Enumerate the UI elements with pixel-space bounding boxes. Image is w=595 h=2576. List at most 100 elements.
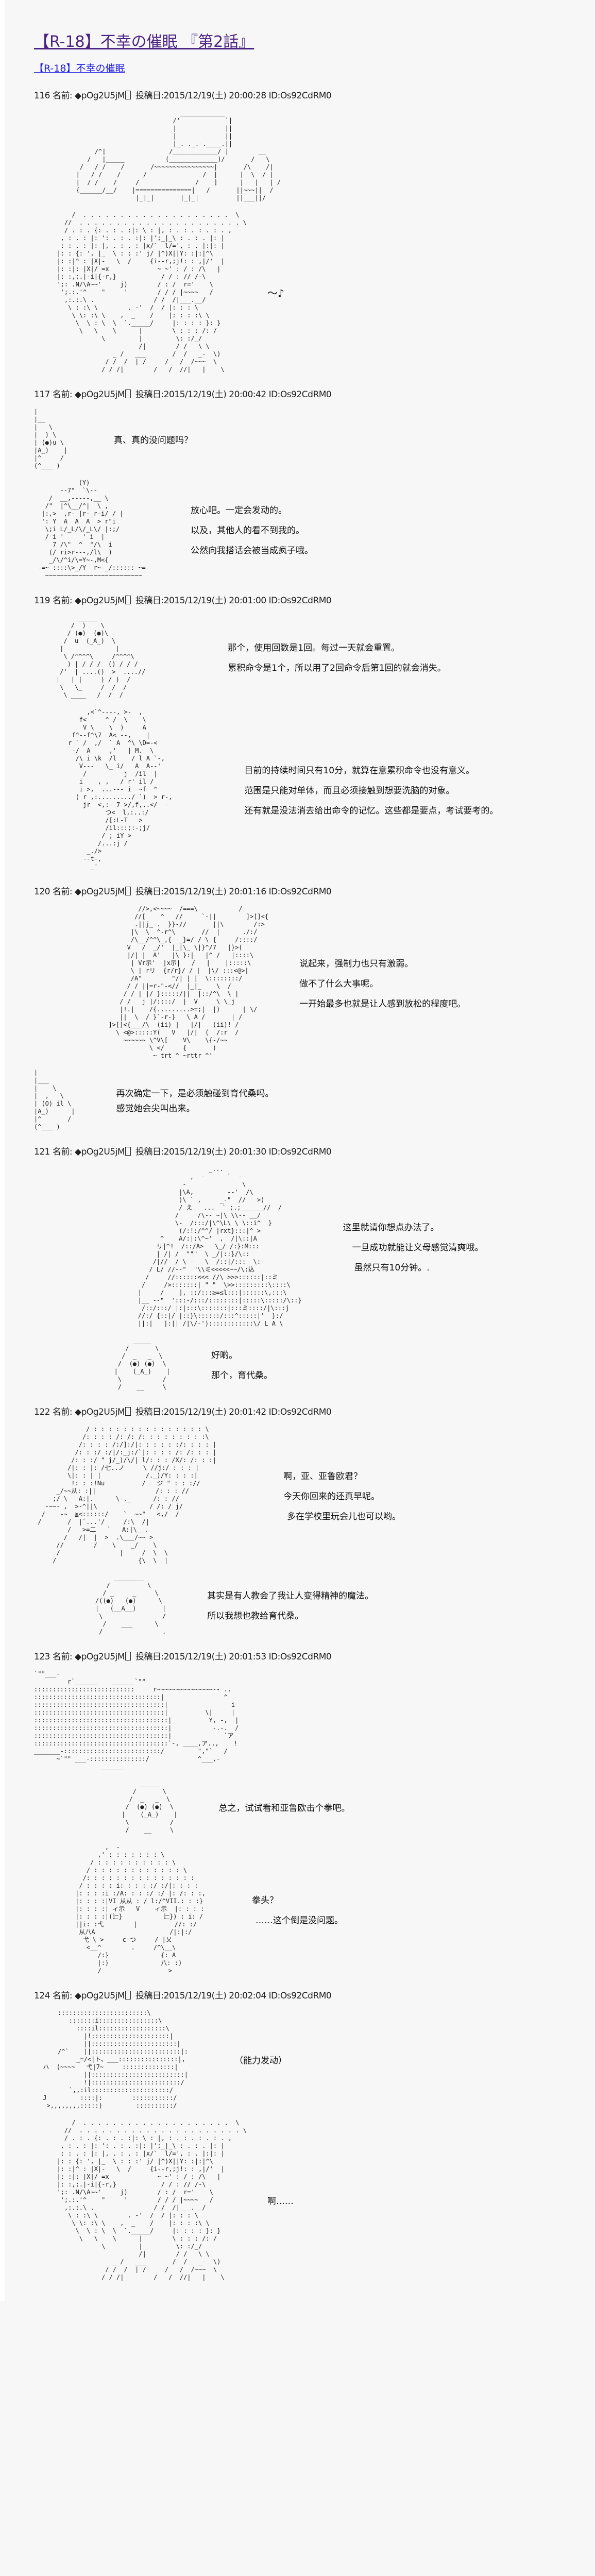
ascii-art-bun-girl: (Y) --7" `\-- / __,-----,__ \ /" |^\__/^…	[38, 479, 149, 579]
dialogue-line: 范围是只能对单体，而且必须接触到想要洗脑的对象。	[244, 786, 455, 796]
ascii-art-yaruo: _____ / ) \ / (●) (●)\ / u (_A_) \ | | \…	[56, 614, 146, 699]
dialogue-line: 多在学校里玩会儿也可以哟。	[287, 1511, 401, 1522]
dialogue-line: 其实是有人教会了我让人变得精神的魔法。	[207, 1591, 374, 1601]
post-number: 117	[34, 389, 50, 400]
missing-glyph-icon	[125, 887, 131, 895]
ascii-art-yaruo: ________ / \ / _ _ \ /((●) (●) \ | (__A_…	[95, 1574, 166, 1635]
dialogue-line: 啊，亚、亚鲁欧君？	[283, 1471, 363, 1482]
ascii-art-furniture: ____________ /' `| | || | || |_.-._.-.__…	[76, 109, 281, 201]
post-scene: / . . . . . . . . . . . . . . . . . . . …	[34, 2119, 595, 2281]
ascii-art-girl: , - ,' : : : : : : : \ / : : : : : : : :…	[75, 1843, 206, 1974]
post-number: 122	[34, 1407, 50, 1417]
dialogue-line: 做不了什么大事呢。	[299, 978, 379, 989]
dialogue-line: 累积命令是1个，所以用了2回命令后第1回的就会消失。	[228, 663, 446, 673]
post-scene: ________ / \ / _ _ \ /((●) (●) \ | (__A_…	[34, 1574, 595, 1636]
post-number: 124	[34, 1991, 50, 2001]
post-scene: , - ,' : : : : : : : \ / : : : : : : : :…	[34, 1843, 595, 1975]
poster-id: ID:Os92CdRM0	[268, 389, 332, 400]
post-header: 121 名前: ◆pOg2U5jM 投稿日:2015/12/19(土) 20:0…	[34, 1144, 595, 1157]
dialogue-line: 拳头？	[251, 1895, 278, 1906]
dialogue-line: 总之，试试看和亚鲁欧击个拳吧。	[218, 1803, 350, 1814]
poster-trip: ◆pOg2U5jM	[75, 1407, 125, 1417]
post-number: 120	[34, 887, 50, 897]
dialogue-line: 好啲。	[211, 1350, 238, 1361]
poster-trip: ◆pOg2U5jM	[75, 91, 125, 101]
dialogue-line: 那个，使用回数是1回。每过一天就会重置。	[228, 642, 400, 653]
post-date: 2015/12/19(土) 20:02:04	[163, 1991, 267, 2001]
dialogue-line: 一旦成功就能让义母感觉清爽哦。	[352, 1243, 484, 1253]
post-scene: (Y) --7" `\-- / __,-----,__ \ /" |^\__/^…	[34, 479, 595, 580]
dialogue-line: 所以我想也教给育代桑。	[207, 1611, 304, 1621]
thread-title-link[interactable]: 【R-18】不幸の催眠 『第2話』	[34, 33, 254, 51]
dialogue-line: 还有就是没法消去给出命令的记忆。这些都是要点，考试要考的。	[244, 806, 499, 816]
post-number: 116	[34, 91, 50, 101]
missing-glyph-icon	[125, 596, 131, 604]
dialogue-line: 放心吧。一定会发动的。	[190, 505, 287, 516]
post-date: 2015/12/19(土) 20:01:16	[163, 887, 267, 897]
ascii-art-yaruo: _____ / \ / _ _ \ / (●) (●) \ | (_A_) | …	[122, 1780, 178, 1834]
post-date: 2015/12/19(土) 20:00:28	[163, 91, 267, 101]
ascii-art-girl: / . . . . . . . . . . . . . . . . . . . …	[57, 2119, 247, 2281]
post-header: 124 名前: ◆pOg2U5jM 投稿日:2015/12/19(土) 20:0…	[34, 1988, 595, 2001]
poster-trip: ◆pOg2U5jM	[75, 1147, 125, 1157]
ascii-art-hand: ::::::::::::::::::::::::\ :::::::i::::::…	[43, 2009, 188, 2109]
name-label: 名前:	[52, 596, 73, 606]
series-link[interactable]: 【R-18】不幸の催眠	[34, 63, 125, 74]
ascii-art-girl-staff: //>,<~~~~ /===\ / //[ ^ // `-|| ]>[]<{ .…	[108, 905, 269, 1059]
missing-glyph-icon	[125, 1147, 131, 1156]
post-scene: ::::::::::::::::::::::::\ :::::::i::::::…	[34, 2009, 595, 2110]
dialogue-line: 啊……	[267, 2196, 294, 2207]
date-label: 投稿日:	[135, 1147, 164, 1157]
name-label: 名前:	[52, 887, 73, 897]
post-number: 119	[34, 596, 50, 606]
post-scene: _____ / \ / _ _ \ / (●) (●) \ | (_A_) | …	[34, 1780, 595, 1834]
poster-id: ID:Os92CdRM0	[268, 1652, 332, 1662]
date-label: 投稿日:	[135, 1652, 164, 1662]
missing-glyph-icon	[125, 1991, 131, 1999]
post-number: 121	[34, 1147, 50, 1157]
poster-trip: ◆pOg2U5jM	[75, 389, 125, 400]
dialogue-line: 目前的持续时间只有10分，就算在意累积命令也没有意义。	[244, 766, 475, 776]
date-label: 投稿日:	[135, 389, 164, 400]
post-scene: ,<`^----, >- , f< ^ / \ \ V \ \ ) A f^--…	[34, 708, 595, 871]
date-label: 投稿日:	[135, 1407, 164, 1417]
ascii-art-mother: _... , - ` - - \ |\A, --' /\ )\ ` , _-" …	[138, 1165, 302, 1327]
missing-glyph-icon	[125, 1407, 131, 1416]
post-date: 2015/12/19(土) 20:01:53	[163, 1652, 267, 1662]
poster-id: ID:Os92CdRM0	[268, 596, 332, 606]
poster-trip: ◆pOg2U5jM	[75, 1991, 125, 2001]
post-date: 2015/12/19(土) 20:01:30	[163, 1147, 267, 1157]
poster-id: ID:Os92CdRM0	[268, 887, 332, 897]
post-scene: //>,<~~~~ /===\ / //[ ^ // `-|| ]>[]<{ .…	[34, 905, 595, 1060]
poster-id: ID:Os92CdRM0	[268, 1147, 332, 1157]
ascii-art-yaruo: | |___ | \ | , \ | (O) il \ |A_) | |^ / …	[34, 1069, 75, 1130]
post-header: 123 名前: ◆pOg2U5jM 投稿日:2015/12/19(土) 20:0…	[34, 1649, 595, 1662]
name-label: 名前:	[52, 91, 73, 101]
ascii-art-girl: ,<`^----, >- , f< ^ / \ \ V \ \ ) A f^--…	[68, 708, 173, 870]
date-label: 投稿日:	[135, 887, 164, 897]
ascii-art-yaruo: | |__ | \ | ) \ | (●)u \ |A_) | |^ / (^_…	[34, 408, 68, 469]
ascii-art-girl: / : : : : : : : : : : : : : : : \ /: : :…	[38, 1426, 217, 1564]
post-date: 2015/12/19(土) 20:01:42	[163, 1407, 267, 1417]
dialogue-line: 虽然只有10分钟。.	[354, 1263, 430, 1273]
post-header: 117 名前: ◆pOg2U5jM 投稿日:2015/12/19(土) 20:0…	[34, 387, 595, 400]
date-label: 投稿日:	[135, 596, 164, 606]
post-number: 123	[34, 1652, 50, 1662]
missing-glyph-icon	[125, 389, 131, 398]
post-header: 120 名前: ◆pOg2U5jM 投稿日:2015/12/19(土) 20:0…	[34, 884, 595, 897]
dialogue-line: 以及，其他人的看不到我的。	[190, 526, 304, 536]
post-date: 2015/12/19(土) 20:01:00	[163, 596, 267, 606]
post-scene: `""___- r`______ ______`"" :::::::::::::…	[34, 1670, 595, 1771]
post-scene: _____ / ) \ / (●) (●)\ / u (_A_) \ | | \…	[34, 614, 595, 699]
poster-trip: ◆pOg2U5jM	[75, 596, 125, 606]
ascii-art-yaruo: _____ / \ / _ _ \ / (●) (●) \ | (_A_) | …	[114, 1337, 171, 1391]
dialogue-line: 今天你回来的还真早呢。	[283, 1491, 380, 1502]
poster-trip: ◆pOg2U5jM	[75, 1652, 125, 1662]
dialogue-line: （能力发动）	[234, 2056, 287, 2066]
thread-page: 【R-18】不幸の催眠 『第2話』 【R-18】不幸の催眠 116 名前: ◆p…	[5, 0, 595, 2281]
name-label: 名前:	[52, 1147, 73, 1157]
dialogue-line: 公然向我搭话会被当成疯子哦。	[190, 546, 313, 556]
dialogue-line: 感觉她会尖叫出来。	[116, 1104, 195, 1114]
missing-glyph-icon	[125, 91, 131, 99]
post-scene: ____________ /' `| | || | || |_.-._.-.__…	[34, 109, 595, 202]
